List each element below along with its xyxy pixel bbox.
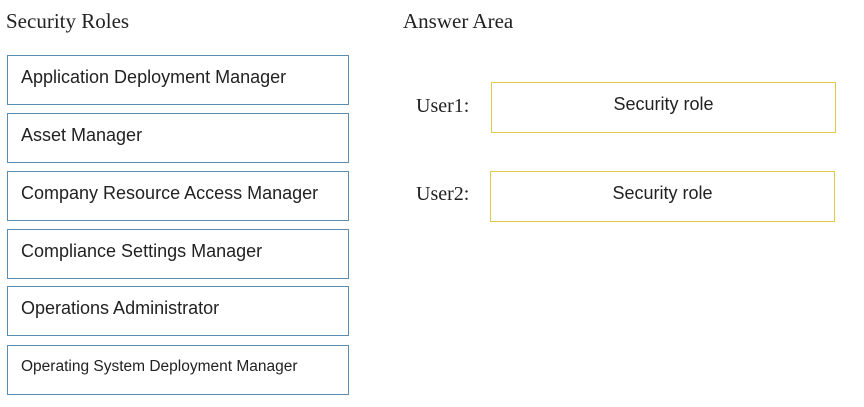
user1-target-placeholder: Security role	[613, 94, 714, 114]
role-application-deployment-manager[interactable]: Application Deployment Manager	[7, 55, 349, 105]
security-roles-heading: Security Roles	[6, 9, 130, 33]
role-asset-manager[interactable]: Asset Manager	[7, 113, 349, 163]
answer-area-heading: Answer Area	[403, 9, 514, 33]
user1-label: User1:	[416, 95, 470, 117]
user2-label: User2:	[416, 183, 470, 205]
role-operating-system-deployment-manager[interactable]: Operating System Deployment Manager	[7, 345, 349, 395]
user1-security-role-target[interactable]: Security role	[491, 82, 836, 133]
user2-target-placeholder: Security role	[612, 183, 713, 203]
role-company-resource-access-manager[interactable]: Company Resource Access Manager	[7, 171, 349, 221]
role-operations-administrator[interactable]: Operations Administrator	[7, 286, 349, 336]
role-compliance-settings-manager[interactable]: Compliance Settings Manager	[7, 229, 349, 279]
user2-security-role-target[interactable]: Security role	[490, 171, 835, 222]
